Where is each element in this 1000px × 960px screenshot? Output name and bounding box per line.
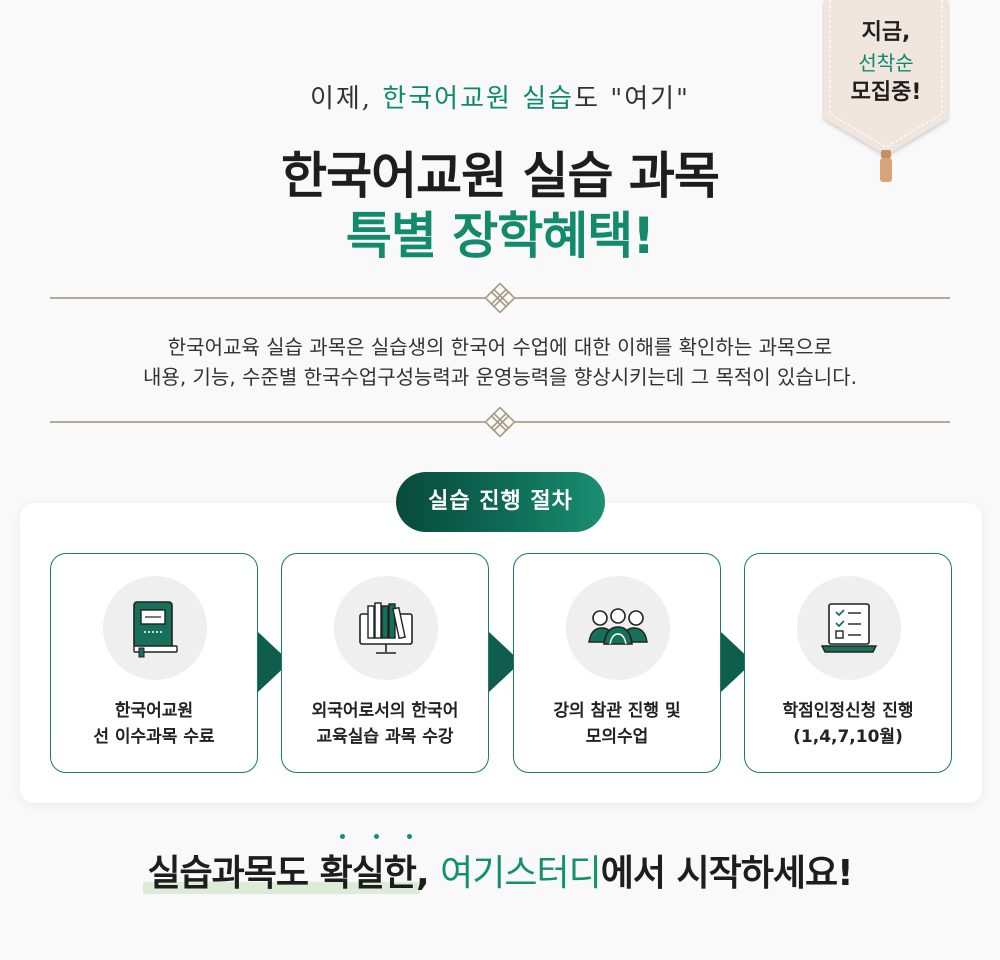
closing-slogan: 실습과목도 확실한, 여기스터디에서 시작하세요!: [0, 844, 1000, 896]
step-4-label-line-1: 학점인정신청 진행: [782, 701, 914, 721]
procedure-step-3: 강의 참관 진행 및 모의수업: [513, 553, 721, 773]
step-icon-circle: [566, 576, 670, 680]
step-2-label-line-1: 외국어로서의 한국어: [311, 701, 459, 721]
step-2-label-line-2: 교육실습 과목 수강: [316, 727, 454, 747]
knot-ornament-icon: [484, 406, 516, 438]
emphasis-dot: [374, 834, 384, 844]
checklist-laptop-icon: [820, 603, 878, 653]
step-icon-circle: [334, 576, 438, 680]
description-line-1: 한국어교육 실습 과목은 실습생의 한국어 수업에 대한 이해를 확인하는 과목…: [167, 335, 833, 359]
ornament-divider-top: [50, 282, 950, 314]
ribbon-line-1: 지금,: [861, 20, 911, 45]
ribbon-shape: [824, 0, 948, 182]
page-title-line-1: 한국어교원 실습 과목: [281, 147, 720, 205]
ribbon-line-2: 선착순: [858, 51, 914, 75]
step-4-label-line-2: (1,4,7,10월): [793, 727, 903, 747]
intro-suffix: 도 "여기": [574, 84, 691, 114]
procedure-title-badge: 실습 진행 절차: [396, 472, 605, 532]
step-icon-circle: [103, 576, 207, 680]
closing-suffix: 에서 시작하세요!: [600, 853, 854, 894]
recruit-ribbon-badge: 지금, 선착순 모집중!: [822, 0, 950, 182]
step-1-label-line-2: 선 이수과목 수료: [93, 727, 215, 747]
description-text: 한국어교육 실습 과목은 실습생의 한국어 수업에 대한 이해를 확인하는 과목…: [0, 332, 1000, 392]
people-group-icon: [588, 608, 648, 645]
procedure-step-2: 외국어로서의 한국어 교육실습 과목 수강: [281, 553, 489, 773]
knot-ornament-icon: [484, 282, 516, 314]
ornament-divider-bottom: [50, 406, 950, 438]
step-1-label-line-1: 한국어교원: [114, 701, 194, 721]
ribbon-line-3: 모집중!: [850, 80, 922, 105]
step-3-label-line-1: 강의 참관 진행 및: [553, 701, 681, 721]
closing-underlined-text: 실습과목도 확실한: [143, 844, 420, 896]
emphasis-dot: [407, 834, 417, 844]
bookshelf-monitor-icon: [359, 602, 413, 654]
intro-tagline: 이제, 한국어교원 실습도 "여기": [0, 78, 1000, 115]
intro-highlight: 한국어교원 실습: [382, 84, 575, 114]
step-icon-circle: [797, 576, 901, 680]
intro-prefix: 이제,: [309, 84, 383, 114]
description-line-2: 내용, 기능, 수준별 한국수업구성능력과 운영능력을 향상시키는데 그 목적이…: [143, 365, 857, 389]
emphasis-dot: [340, 834, 350, 844]
procedure-step-4: 학점인정신청 진행 (1,4,7,10월): [744, 553, 952, 773]
closing-comma: ,: [415, 853, 441, 894]
step-3-label-line-2: 모의수업: [585, 727, 649, 747]
procedure-step-1: 한국어교원 선 이수과목 수료: [50, 553, 258, 773]
brand-name: 여기스터디: [440, 853, 602, 894]
page-title-line-2: 특별 장학혜택!: [345, 207, 655, 265]
book-icon: [133, 601, 178, 658]
